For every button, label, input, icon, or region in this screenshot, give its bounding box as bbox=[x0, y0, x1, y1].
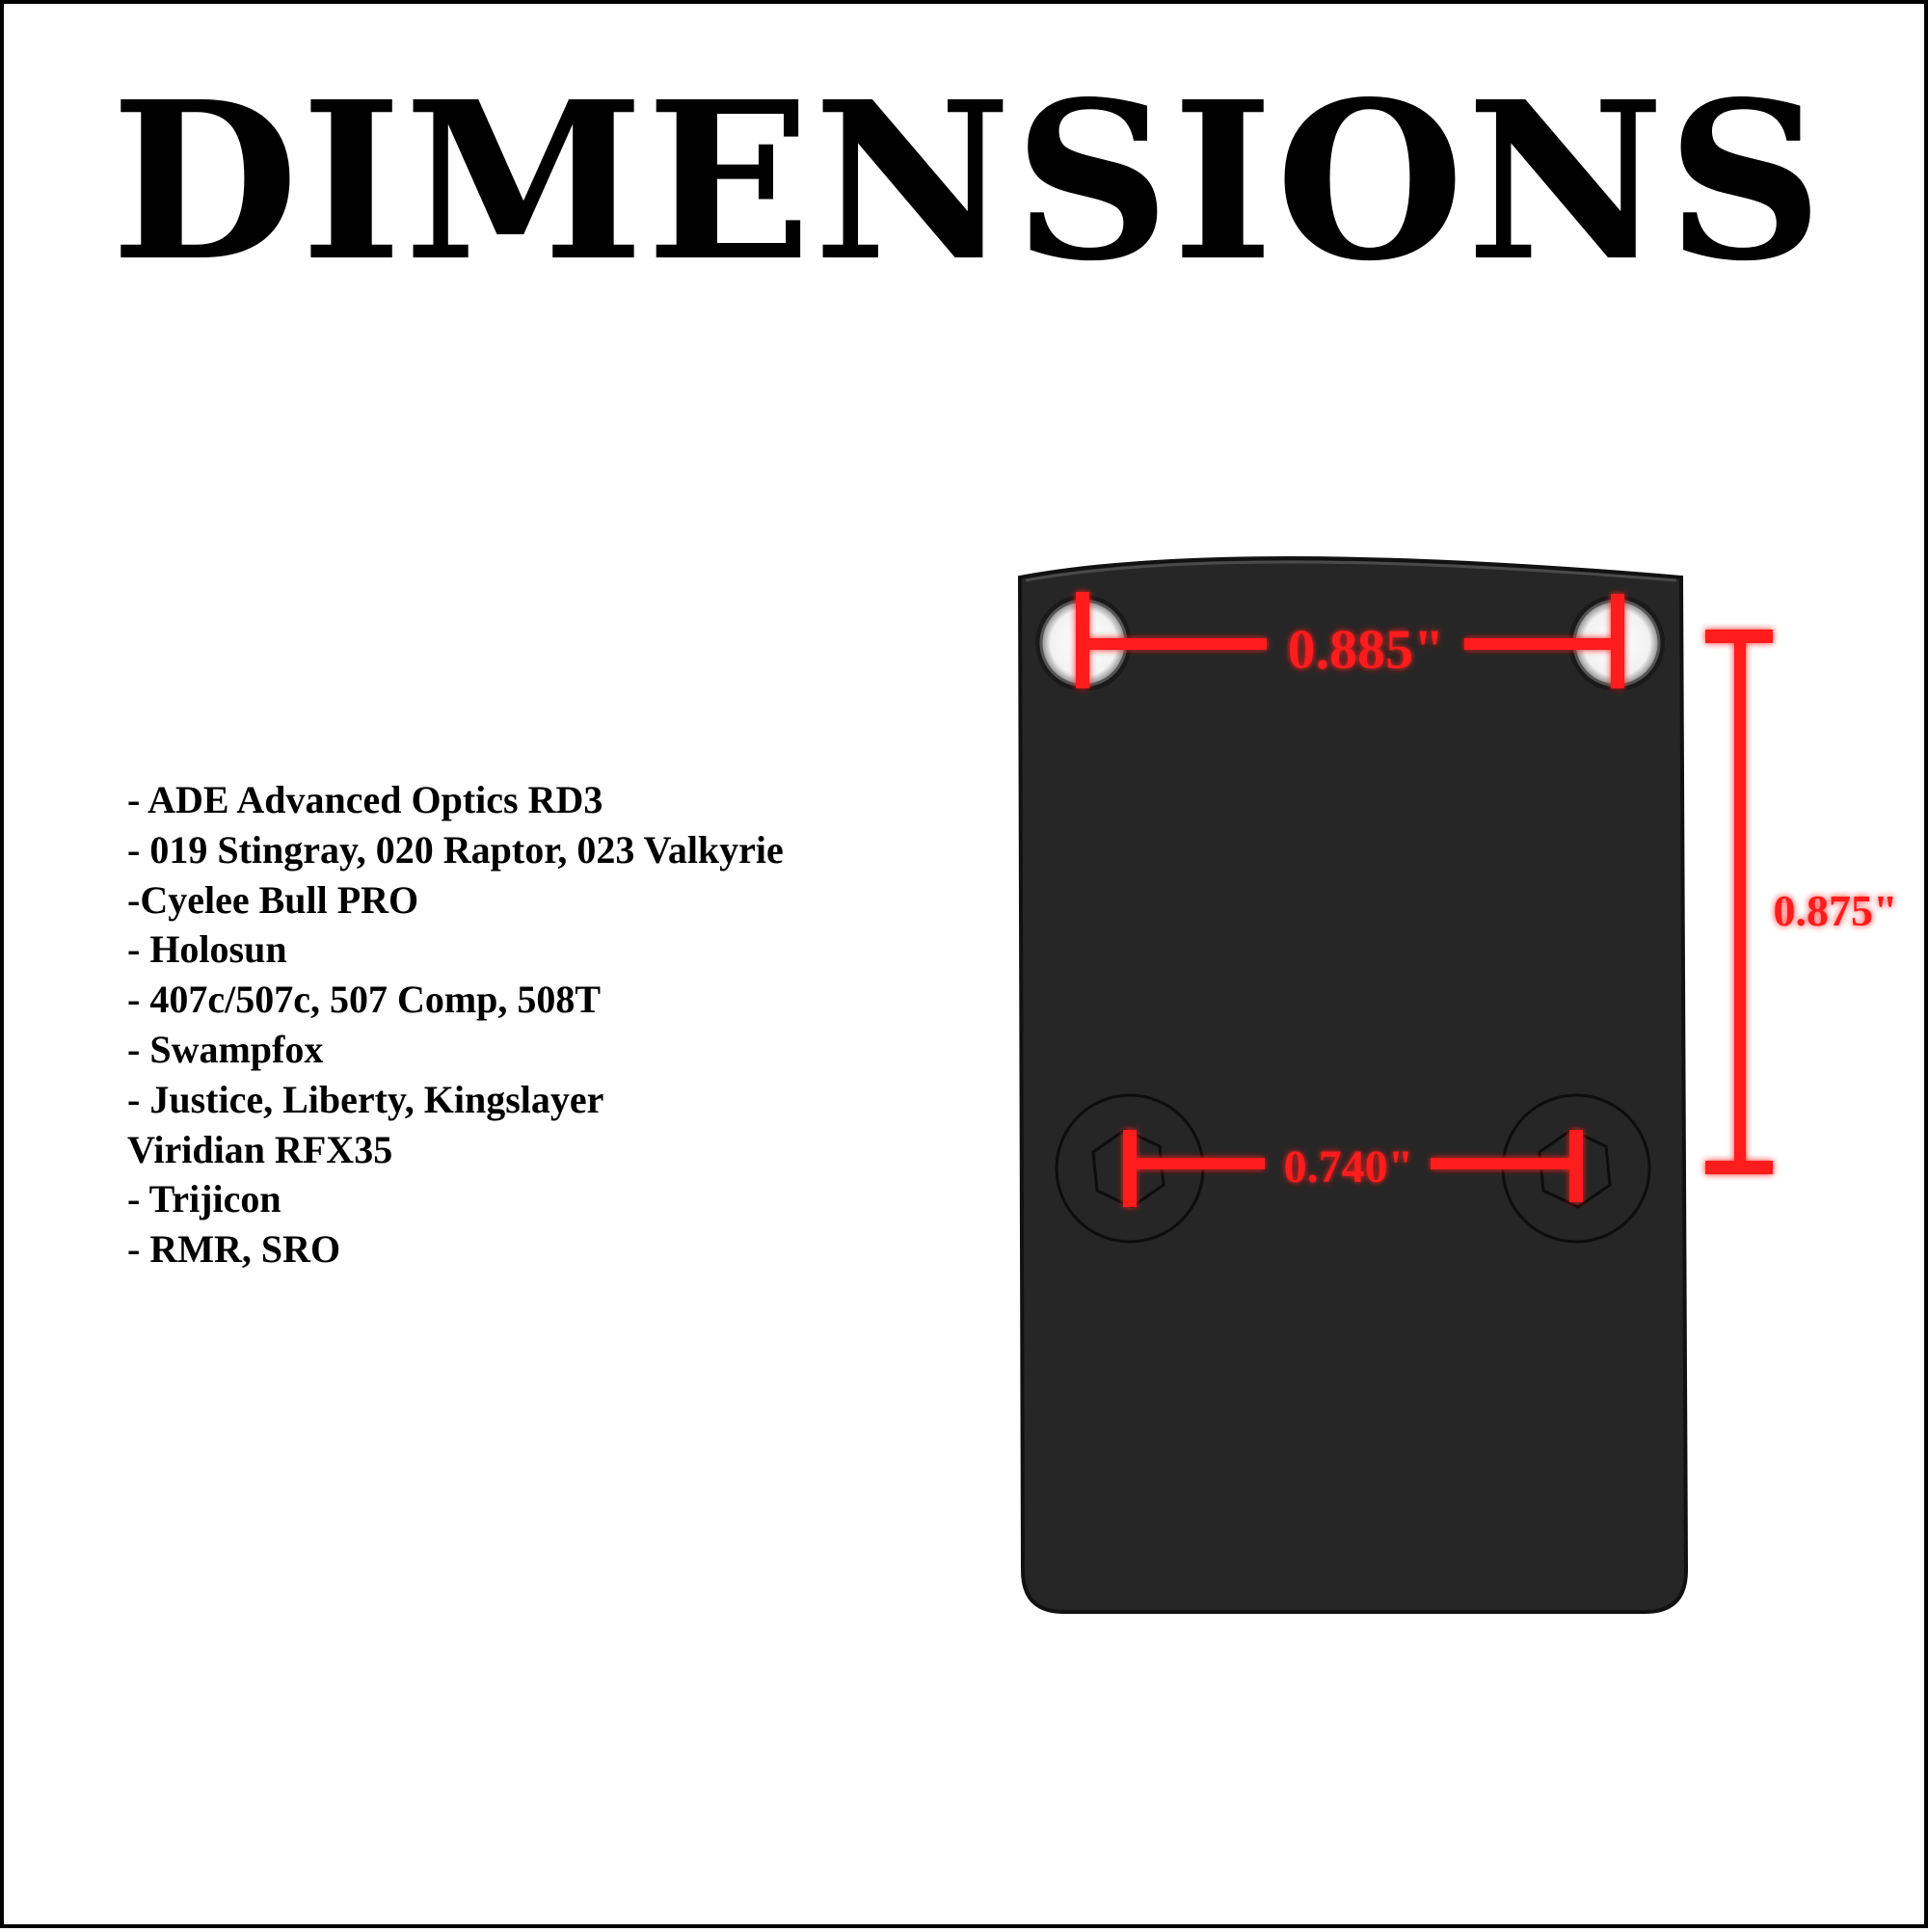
compat-item-4: - Holosun bbox=[127, 927, 287, 972]
compat-item-8: Viridian RFX35 bbox=[127, 1127, 393, 1171]
compatibility-list: - ADE Advanced Optics RD3 - 019 Stingray… bbox=[127, 775, 784, 1275]
dimension-end-cap bbox=[1705, 1161, 1773, 1174]
mounting-plate bbox=[1017, 556, 1689, 1614]
mounting-plate-diagram: 0.885" 0.875" 0.740" bbox=[1017, 556, 1898, 1614]
vertical-spacing-label: 0.875" bbox=[1773, 886, 1897, 935]
dimension-end-cap bbox=[1076, 592, 1089, 688]
plate-top-bevel bbox=[1025, 560, 1677, 582]
dimension-end-cap bbox=[1569, 1130, 1583, 1202]
top-hole-spacing-dimension: 0.885" bbox=[1076, 592, 1624, 688]
compat-item-2: - 019 Stingray, 020 Raptor, 023 Valkyrie bbox=[127, 827, 784, 872]
dimension-line bbox=[1431, 1158, 1575, 1169]
compat-item-10: - RMR, SRO bbox=[127, 1227, 341, 1272]
bottom-hole-spacing-label: 0.740" bbox=[1284, 1141, 1414, 1193]
dimension-line bbox=[1734, 635, 1746, 1170]
compat-item-6: - Swampfox bbox=[127, 1027, 324, 1071]
dimension-line bbox=[1084, 638, 1267, 650]
dimension-line bbox=[1464, 638, 1619, 650]
compat-item-5: - 407c/507c, 507 Comp, 508T bbox=[127, 978, 602, 1022]
compat-item-7: - Justice, Liberty, Kingslayer bbox=[127, 1077, 604, 1121]
bottom-hole-spacing-dimension: 0.740" bbox=[1123, 1130, 1583, 1207]
compat-item-9: - Trijicon bbox=[127, 1177, 281, 1221]
vertical-spacing-dimension: 0.875" bbox=[1705, 630, 1898, 1174]
dimension-line bbox=[1130, 1158, 1265, 1169]
top-hole-spacing-label: 0.885" bbox=[1288, 618, 1445, 681]
compat-item-3: -Cyelee Bull PRO bbox=[127, 877, 419, 922]
page-title: DIMENSIONS bbox=[110, 55, 1826, 309]
compat-item-1: - ADE Advanced Optics RD3 bbox=[127, 778, 603, 821]
dimension-end-cap bbox=[1611, 594, 1624, 688]
